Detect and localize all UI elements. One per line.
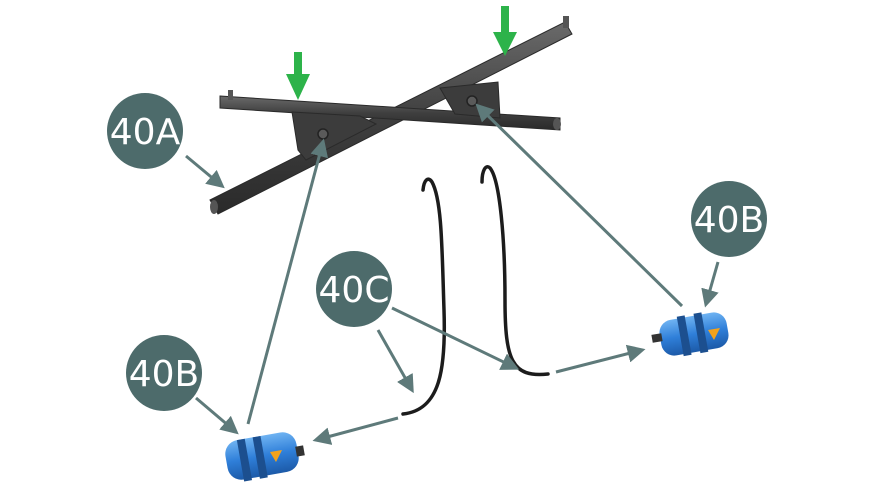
arrow-canister-left-to-hole xyxy=(246,138,328,425)
label-40b-right: 40B xyxy=(691,181,767,257)
arrow-canister-right-to-hole xyxy=(475,103,684,308)
arrow-40c-left xyxy=(376,329,414,394)
warning-triangle-icon xyxy=(708,328,720,340)
mount-hole-right xyxy=(466,95,478,107)
label-40b-right-text: 40B xyxy=(694,200,765,241)
canister-right xyxy=(651,312,729,357)
mount-hole-left xyxy=(317,128,329,140)
arrow-40c-right xyxy=(391,306,520,370)
leader-arrows xyxy=(185,103,720,445)
label-40a: 40A xyxy=(107,93,183,169)
crossmember-end-cap-left xyxy=(210,200,218,214)
crossmember-end-tab-top xyxy=(563,16,569,28)
label-40c-text: 40C xyxy=(319,270,390,311)
label-40b-left-text: 40B xyxy=(129,354,200,395)
canister-left xyxy=(225,432,305,482)
crossmember-cross-bar xyxy=(219,95,561,131)
warning-triangle-icon xyxy=(270,450,282,462)
label-40c: 40C xyxy=(316,251,392,327)
arrow-40b-right xyxy=(701,261,720,308)
hose-left xyxy=(401,177,447,416)
label-40a-text: 40A xyxy=(110,112,181,153)
crossmember-end-tab-left xyxy=(228,90,233,100)
arrow-40a xyxy=(185,154,225,189)
arrow-hose-to-canister-right xyxy=(555,344,646,374)
arrow-40b-left xyxy=(195,396,239,435)
crossmember-end-cap-right xyxy=(553,118,561,130)
green-down-arrow-icon xyxy=(493,6,517,56)
crossmember-assembly xyxy=(209,16,573,215)
hose-right xyxy=(480,165,550,377)
label-40b-left: 40B xyxy=(126,335,202,411)
arrow-hose-to-canister-left xyxy=(312,416,399,445)
green-down-arrow-icon xyxy=(286,52,310,100)
